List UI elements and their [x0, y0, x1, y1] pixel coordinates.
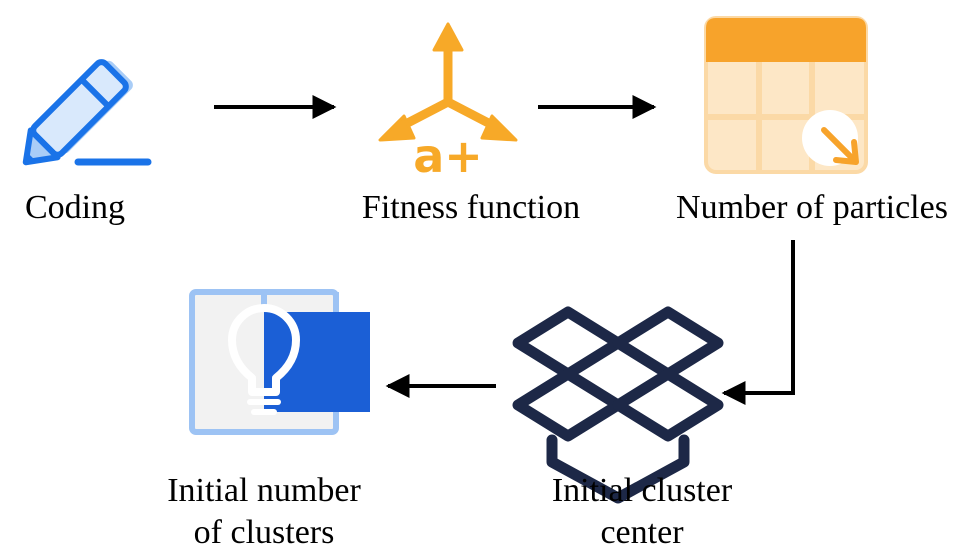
- arrow-particles-to-cluster-center: [721, 240, 795, 405]
- fitness-glyph: a+: [413, 129, 483, 183]
- number-of-particles-label: Number of particles: [676, 189, 948, 226]
- coding-label: Coding: [24, 189, 126, 226]
- fitness-function-label: Fitness function: [361, 189, 581, 226]
- fitness-function-icon: a+: [378, 22, 518, 183]
- lightbulb-icon: [189, 289, 370, 435]
- table-grid-icon: [704, 16, 868, 174]
- initial-number-of-clusters-label: Initial number of clusters: [167, 472, 361, 551]
- box-package-icon: [512, 306, 724, 504]
- initial-cluster-center-label: Initial cluster center: [551, 472, 733, 551]
- pencil-icon: [22, 59, 152, 166]
